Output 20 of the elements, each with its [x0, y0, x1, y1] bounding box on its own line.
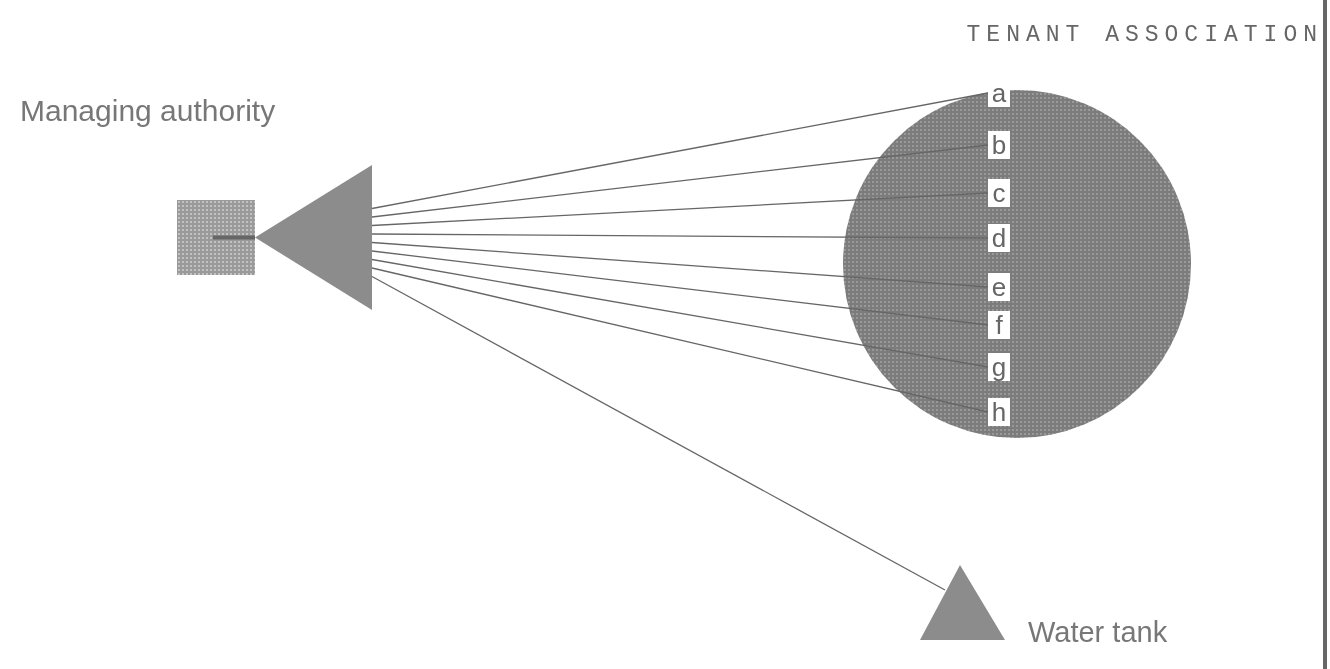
connector-line	[371, 267, 989, 413]
connector-line	[371, 275, 946, 591]
letter-tag: f	[988, 311, 1010, 339]
letter-tag: e	[988, 273, 1010, 301]
connector-line	[371, 192, 989, 227]
letter-tag: g	[988, 353, 1010, 381]
group-heading: TENANT ASSOCIATION	[966, 21, 1323, 50]
letter-tag: h	[988, 398, 1010, 426]
title-label: Managing authority	[20, 96, 276, 126]
connector-line	[213, 235, 255, 240]
letter-tag: d	[988, 224, 1010, 252]
connector-line	[371, 92, 989, 210]
connector-line	[371, 258, 989, 368]
connector-line	[371, 144, 989, 218]
connector-line	[371, 233, 989, 239]
letter-tag: b	[988, 131, 1010, 159]
node-label: Water tank	[1028, 618, 1168, 647]
connector-line	[371, 250, 989, 326]
letter-tag: c	[988, 179, 1010, 207]
connector-line	[371, 241, 989, 288]
